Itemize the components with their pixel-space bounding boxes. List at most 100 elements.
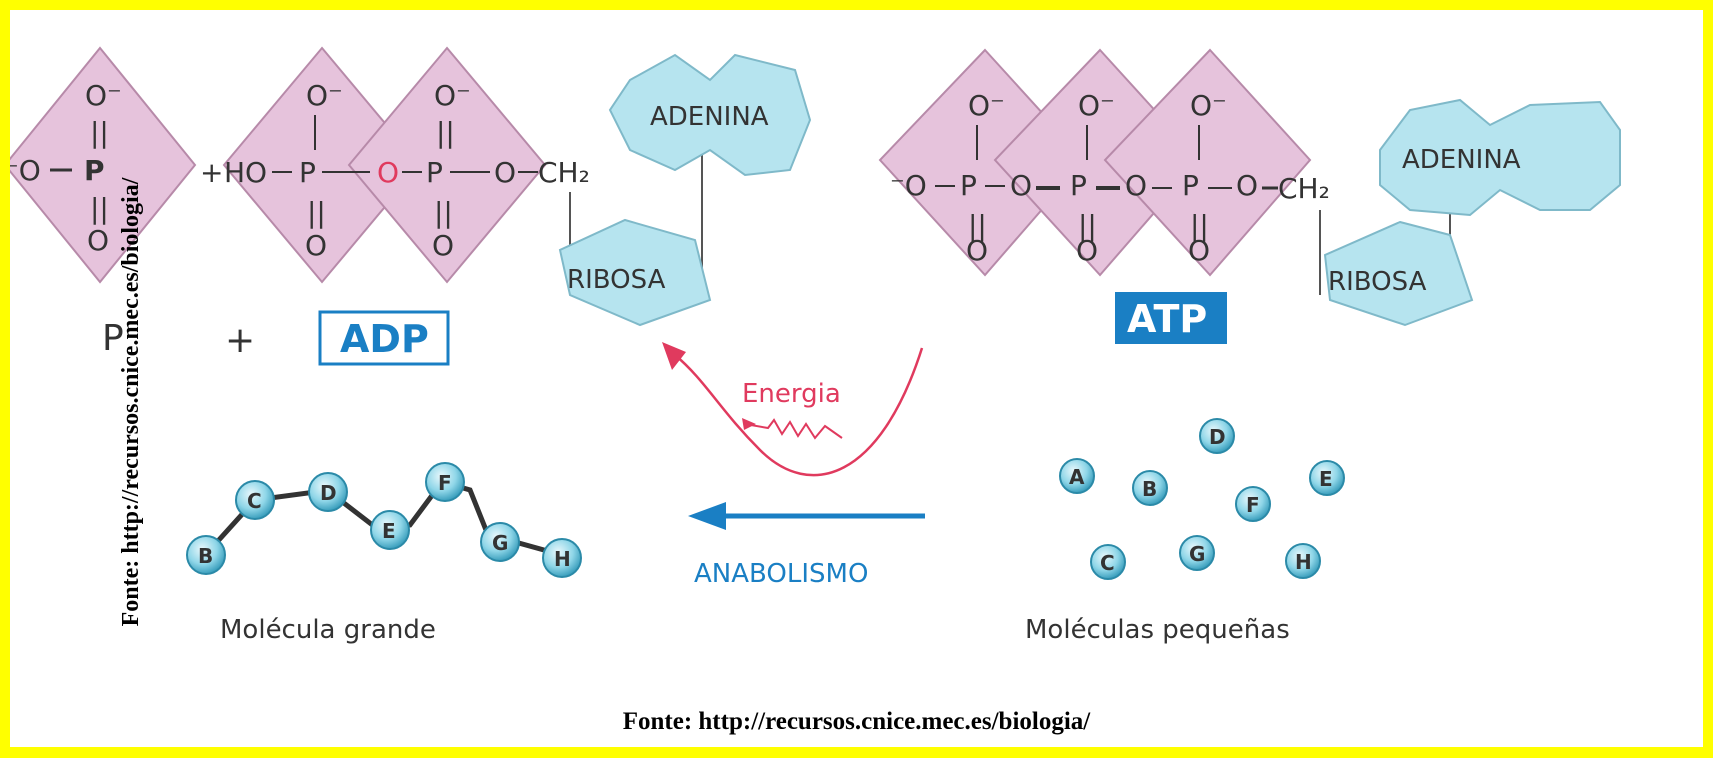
- small-ball-e: [1309, 460, 1345, 496]
- atp-p3: P: [1182, 169, 1199, 202]
- small-molecules: A B C D E F G H: [1059, 418, 1345, 580]
- atp-label: ATP: [1127, 297, 1207, 341]
- small-letter-a: A: [1069, 465, 1085, 489]
- atp-p2-o: O: [1076, 234, 1098, 267]
- plus-sign-top: +: [200, 156, 223, 189]
- source-credit-bottom: Fonte: http://recursos.cnice.mec.es/biol…: [622, 708, 1091, 735]
- chain-ball-g: [480, 522, 520, 562]
- large-molecule-chain: B C D E F G H: [186, 462, 582, 578]
- energy-arrowhead: [662, 342, 686, 370]
- energy-squiggle: [744, 418, 843, 440]
- atp-p3-o: O: [1188, 234, 1210, 267]
- phosphate-diamond-adp-2: [347, 46, 547, 284]
- chain-ball-c: [235, 480, 275, 520]
- adp-p2-bond-down: ||: [434, 196, 453, 229]
- atp-p1: P: [960, 169, 977, 202]
- chain-ball-b: [186, 535, 226, 575]
- atp-p1-o: O: [966, 234, 988, 267]
- phosphate-diamond-atp-3: [1103, 48, 1312, 277]
- small-ball-g: [1179, 535, 1215, 571]
- large-molecule-label: Molécula grande: [220, 615, 436, 645]
- small-letter-d: D: [1209, 425, 1226, 449]
- chain-letter-d: D: [320, 481, 337, 505]
- ribose-label-atp: RIBOSA: [1328, 267, 1427, 297]
- adenine-shape-atp: [1379, 98, 1621, 217]
- energy-squiggle-arrowhead: [742, 418, 756, 430]
- small-ball-b: [1132, 470, 1168, 506]
- adp-p2-o-minus: O⁻: [434, 79, 471, 112]
- small-molecules-label: Moléculas pequeñas: [1025, 615, 1290, 645]
- anabolism-label: ANABOLISMO: [694, 559, 868, 589]
- adenine-label-atp: ADENINA: [1402, 145, 1521, 175]
- atp-p3-o-minus: O⁻: [1190, 89, 1227, 122]
- adp-p2-o: O: [432, 229, 454, 262]
- chain-letter-c: C: [247, 489, 262, 513]
- small-ball-h: [1285, 543, 1321, 579]
- p-label: P: [102, 318, 124, 359]
- adenine-shape-adp: [608, 53, 812, 177]
- chain-ball-e: [370, 510, 410, 550]
- pi-bond-top: ||: [90, 116, 109, 149]
- adp-label: ADP: [340, 317, 429, 361]
- chain-ball-f: [425, 462, 465, 502]
- adp-ho: HO: [224, 156, 267, 189]
- pi-o-bottom: O: [87, 224, 109, 257]
- atp-p2-bond-down: ||: [1078, 209, 1097, 242]
- phosphate-diamond-pi: [10, 46, 197, 284]
- energy-curve-arrow: [674, 347, 924, 477]
- small-ball-a: [1059, 458, 1095, 494]
- adp-p1-o-minus: O⁻: [306, 79, 343, 112]
- small-letter-c: C: [1100, 551, 1115, 575]
- ribose-pentagon-atp: [1323, 220, 1474, 327]
- atp-p2-o-minus: O⁻: [1078, 89, 1115, 122]
- chain-letter-e: E: [382, 519, 396, 543]
- small-letter-h: H: [1295, 550, 1312, 574]
- adp-box: [318, 310, 450, 366]
- diagram-canvas: O⁻ || ⁻O P || O + HO P O⁻ || O O P O⁻ ||…: [10, 10, 1703, 747]
- pi-minus-o: ⁻O: [10, 154, 41, 187]
- ribose-label-adp: RIBOSA: [567, 265, 666, 295]
- small-ball-c: [1090, 544, 1126, 580]
- chain-ball-h: [542, 538, 582, 578]
- atp-adp-diagram: O⁻ || ⁻O P || O + HO P O⁻ || O O P O⁻ ||…: [10, 46, 1621, 645]
- adp-p1: P: [299, 156, 316, 189]
- adp-p1-bond-down: ||: [307, 196, 326, 229]
- atp-box: [1115, 292, 1227, 344]
- source-credit-vertical: Fonte: http://recursos.cnice.mec.es/biol…: [118, 177, 144, 627]
- adenine-label-adp: ADENINA: [650, 102, 769, 132]
- atp-p1-bond-down: ||: [968, 209, 987, 242]
- chain-letter-b: B: [198, 544, 213, 568]
- atp-ch2: CH₂: [1278, 172, 1330, 205]
- adp-p2: P: [426, 156, 443, 189]
- small-letter-f: F: [1246, 493, 1260, 517]
- chain-letter-h: H: [554, 547, 571, 571]
- atp-p2: P: [1070, 169, 1087, 202]
- atp-o-1: O: [1010, 169, 1032, 202]
- pi-phosphorus: P: [84, 154, 105, 187]
- adp-ch2: CH₂: [538, 156, 590, 189]
- atp-o-ester: O: [1236, 169, 1258, 202]
- atp-o-2: O: [1125, 169, 1147, 202]
- chain-ball-d: [308, 472, 348, 512]
- adp-bridge-o: O: [377, 156, 399, 189]
- pi-o-minus-top: O⁻: [85, 79, 122, 112]
- chain-letter-g: G: [492, 531, 508, 555]
- small-letter-e: E: [1319, 467, 1333, 491]
- small-letter-b: B: [1142, 477, 1157, 501]
- adp-p1-o: O: [305, 229, 327, 262]
- anabolism-arrowhead: [688, 502, 726, 530]
- atp-p3-bond-down: ||: [1190, 209, 1209, 242]
- atp-p1-o-minus: O⁻: [968, 89, 1005, 122]
- chain-letter-f: F: [438, 471, 452, 495]
- energy-label: Energia: [742, 379, 841, 409]
- ribose-pentagon-adp: [558, 218, 712, 327]
- small-ball-f: [1235, 486, 1271, 522]
- adp-o-ester: O: [494, 156, 516, 189]
- small-letter-g: G: [1189, 542, 1205, 566]
- pi-bond-bottom: ||: [90, 192, 109, 225]
- adp-p2-bond-up: ||: [436, 116, 455, 149]
- small-ball-d: [1199, 418, 1235, 454]
- atp-minus-o: ⁻O: [890, 169, 927, 202]
- plus-sign-bottom: +: [225, 320, 255, 361]
